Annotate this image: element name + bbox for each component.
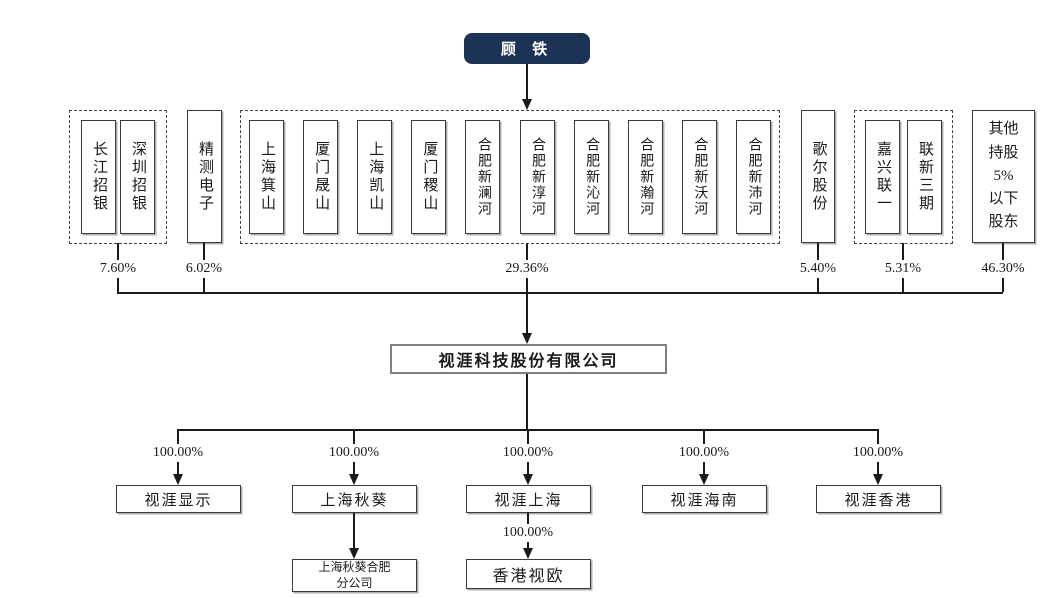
shareholder-box: 上海箕山 <box>249 120 284 234</box>
shareholder-name-line: 以下 <box>988 191 1019 208</box>
subsidiary-box: 香港视欧 <box>466 559 591 589</box>
shareholder-box-other-minority: 其他 持股 5% 以下 股东 <box>972 110 1035 243</box>
shareholder-box: 合肥新澜河 <box>465 120 501 234</box>
subsidiary-name: 香港视欧 <box>492 568 565 585</box>
shareholder-solo-jingce: 精测电子 <box>187 110 222 243</box>
shareholder-box: 深圳招银 <box>120 120 155 234</box>
ownership-percent: 6.02% <box>180 260 228 278</box>
company-box: 视涯科技股份有限公司 <box>390 344 667 374</box>
shareholder-name: 合肥新澜河 <box>475 137 491 217</box>
shareholder-name-line: 5% <box>993 167 1014 184</box>
connector-line <box>353 513 355 549</box>
shareholder-name: 合肥新瀚河 <box>638 137 654 217</box>
subsidiary-box: 上海秋葵 <box>292 485 417 513</box>
ownership-percent: 5.40% <box>794 260 842 278</box>
branch-name-line: 上海秋葵合肥 <box>318 559 391 574</box>
subsidiary-name: 视涯上海 <box>494 492 563 509</box>
ownership-percent: 5.31% <box>879 260 927 278</box>
shareholder-group-3: 嘉兴联一 联新三期 <box>854 110 953 244</box>
shareholder-name: 精测电子 <box>197 140 213 213</box>
ownership-percent: 100.00% <box>497 524 559 542</box>
shareholder-name: 合肥新沛河 <box>746 137 762 217</box>
shareholder-name: 嘉兴联一 <box>875 141 891 213</box>
shareholder-name: 深圳招银 <box>130 141 146 213</box>
arrow-down-icon <box>173 474 183 485</box>
subsidiary-name: 视涯香港 <box>844 492 913 509</box>
shareholder-group-2: 上海箕山 厦门晟山 上海凯山 厦门稷山 合肥新澜河 合肥新淳河 合肥新沁河 合肥… <box>240 110 780 244</box>
arrow-down-icon <box>522 99 532 110</box>
shareholder-box: 厦门稷山 <box>411 120 447 234</box>
shareholder-box: 合肥新沃河 <box>681 120 717 234</box>
shareholder-box: 精测电子 <box>187 110 222 243</box>
controller-box: 顾 铁 <box>464 33 590 64</box>
shareholder-box: 合肥新瀚河 <box>627 120 663 234</box>
shareholder-name: 长江招银 <box>91 141 107 213</box>
shareholder-name: 厦门晟山 <box>313 141 330 213</box>
shareholder-name: 歌尔股份 <box>810 140 827 213</box>
shareholder-name-line: 股东 <box>988 214 1019 231</box>
controller-name: 顾 铁 <box>500 41 554 58</box>
shareholder-box: 长江招银 <box>81 120 116 234</box>
shareholder-name: 联新三期 <box>917 141 933 213</box>
arrow-down-icon <box>349 474 359 485</box>
branch-box: 上海秋葵合肥 分公司 <box>292 559 417 592</box>
company-name: 视涯科技股份有限公司 <box>438 353 619 370</box>
arrow-down-icon <box>349 548 359 559</box>
connector-line <box>526 64 528 100</box>
shareholder-name: 厦门稷山 <box>421 141 438 213</box>
shareholder-box: 嘉兴联一 <box>865 120 900 234</box>
connector-line <box>526 374 528 429</box>
ownership-percent: 100.00% <box>497 444 559 462</box>
shareholder-box: 合肥新淳河 <box>519 120 555 234</box>
ownership-percent: 100.00% <box>147 444 209 462</box>
shareholder-box: 联新三期 <box>907 120 942 234</box>
shareholder-group-1: 长江招银 深圳招银 <box>69 110 167 244</box>
ownership-percent: 100.00% <box>323 444 385 462</box>
shareholder-name: 上海箕山 <box>259 141 275 213</box>
connector-line <box>117 292 1003 294</box>
ownership-percent: 7.60% <box>94 260 142 278</box>
branch-name-line: 分公司 <box>336 575 373 590</box>
subsidiary-box: 视涯海南 <box>642 485 767 513</box>
shareholder-name: 上海凯山 <box>367 141 384 213</box>
ownership-percent: 100.00% <box>847 444 909 462</box>
arrow-down-icon <box>522 333 532 344</box>
subsidiary-name: 视涯显示 <box>144 492 213 509</box>
shareholder-box: 歌尔股份 <box>801 110 835 243</box>
shareholder-name-line: 持股 <box>988 144 1019 161</box>
subsidiary-name: 视涯海南 <box>670 492 739 509</box>
connector-line <box>526 292 528 334</box>
ownership-percent: 46.30% <box>976 260 1030 278</box>
subsidiary-box: 视涯上海 <box>466 485 591 513</box>
shareholder-name: 合肥新沁河 <box>584 137 600 217</box>
shareholder-box: 合肥新沛河 <box>735 120 771 234</box>
subsidiary-box: 视涯香港 <box>816 485 941 513</box>
arrow-down-icon <box>873 474 883 485</box>
subsidiary-name: 上海秋葵 <box>320 492 389 509</box>
arrow-down-icon <box>699 474 709 485</box>
shareholder-box: 厦门晟山 <box>303 120 339 234</box>
subsidiary-box: 视涯显示 <box>116 485 241 513</box>
arrow-down-icon <box>523 474 533 485</box>
ownership-percent: 100.00% <box>673 444 735 462</box>
shareholder-box: 上海凯山 <box>357 120 393 234</box>
shareholder-name-line: 其他 <box>988 121 1019 138</box>
ownership-percent: 29.36% <box>500 260 554 278</box>
arrow-down-icon <box>523 548 533 559</box>
shareholder-name: 合肥新沃河 <box>692 137 708 217</box>
shareholder-name: 合肥新淳河 <box>530 137 546 217</box>
shareholder-box: 合肥新沁河 <box>573 120 609 234</box>
shareholder-solo-goer: 歌尔股份 <box>801 110 835 243</box>
